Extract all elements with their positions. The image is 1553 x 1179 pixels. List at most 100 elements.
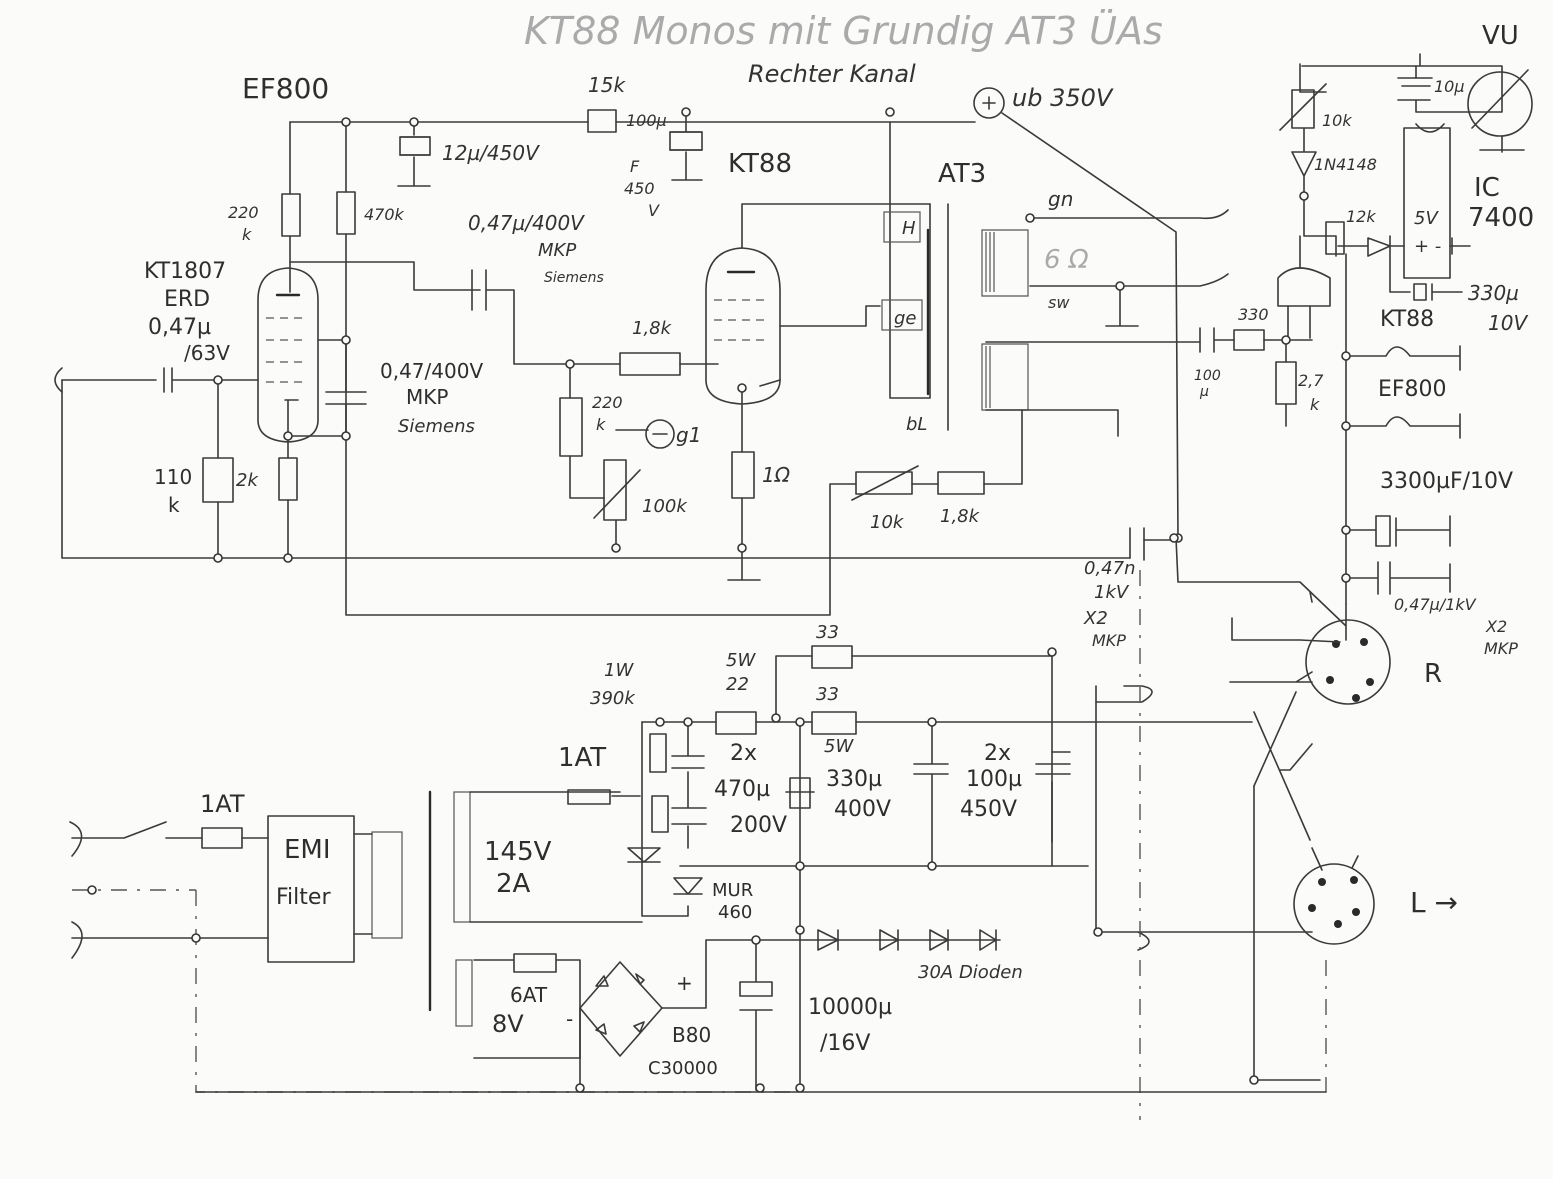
label-c470-c: 200V [730, 813, 787, 838]
label-r10k-fb: 10k [870, 512, 905, 533]
bridge-rectifier [579, 961, 663, 1057]
label-c100u-d: V [648, 201, 660, 220]
label-r330: 330 [1238, 305, 1269, 324]
label-c470-a: 2x [730, 741, 757, 766]
label-h: H [902, 218, 916, 239]
label-r2k: 2k [236, 470, 259, 491]
resistor-390k-1 [649, 733, 667, 773]
text-labels: KT88 Monos mit Grundig AT3 ÜAs Rechter K… [144, 9, 1534, 1079]
label-c047k-a: 0,47/400V [380, 359, 483, 383]
label-fuse-1at-mains: 1AT [200, 790, 245, 818]
label-kt88-top: KT88 [728, 149, 792, 179]
resistor-1-8k-fb [937, 471, 985, 495]
label-emi-b: Filter [276, 885, 331, 910]
resistor-1ohm [731, 451, 755, 499]
label-out-l: L → [1410, 886, 1458, 919]
subtitle-rechter-kanal: Rechter Kanal [748, 60, 916, 88]
label-kt1807: KT1807 [144, 259, 226, 284]
label-c10000-a: 10000µ [808, 995, 892, 1020]
label-mur-a: MUR [712, 880, 753, 901]
label-r100k: 100k [642, 496, 688, 517]
label-tr145-b: 2A [496, 869, 531, 899]
label-b80: B80 [672, 1023, 711, 1047]
resistor-390k-2 [651, 795, 669, 833]
neg-g1-terminal [645, 419, 675, 449]
label-c047r-b: X2 [1485, 617, 1507, 636]
label-c100hv-a: 2x [984, 741, 1011, 766]
label-tr145-a: 145V [484, 837, 552, 867]
label-c3300: 3300µF/10V [1380, 469, 1513, 494]
diagram-title: KT88 Monos mit Grundig AT3 ÜAs [524, 9, 1163, 53]
label-c330u-b: 10V [1488, 311, 1528, 335]
at3-primary [889, 121, 931, 399]
label-r1ohm: 1Ω [762, 463, 791, 487]
label-c047kv-c: X2 [1083, 608, 1108, 629]
ub-terminal [973, 87, 1005, 119]
pot-10k-fb [855, 471, 913, 495]
resistor-15k [587, 109, 617, 133]
fuse-1at [201, 827, 243, 849]
label-r110k-a: 110 [154, 465, 192, 489]
label-ef800-r: EF800 [1378, 377, 1447, 402]
label-c10000-b: /16V [820, 1031, 870, 1056]
ic-7400 [1403, 127, 1451, 279]
label-r470k: 470k [364, 205, 405, 224]
junction-dots [87, 107, 1351, 1093]
resistor-33-5w [811, 711, 857, 735]
vu-meter [1467, 71, 1533, 137]
label-r220kg-a: 220 [592, 393, 623, 412]
din-socket-r [1305, 619, 1391, 705]
label-r220k-a: 220 [228, 203, 259, 222]
label-c100v-a: 100 [1194, 368, 1221, 384]
label-c047k-b: MKP [406, 385, 448, 409]
tube-kt88 [705, 247, 781, 405]
pot-100k [603, 459, 627, 521]
label-c30000: C30000 [648, 1058, 718, 1079]
resistor-2k [278, 457, 298, 501]
resistor-470k [336, 191, 356, 235]
label-6ohm: 6 Ω [1044, 245, 1089, 275]
label-ef800-top: EF800 [242, 72, 329, 105]
din-socket-l [1293, 863, 1375, 945]
label-g1: g1 [676, 423, 701, 447]
label-c100u-b: F [630, 157, 640, 176]
label-r27k-a: 2,7 [1298, 371, 1324, 390]
label-c047r-a: 0,47µ/1kV [1394, 595, 1477, 614]
label-5w-b: 5W [824, 736, 854, 757]
label-plus: + [676, 971, 693, 995]
label-1n4148: 1N4148 [1314, 155, 1377, 174]
label-mur-b: 460 [718, 902, 752, 923]
label-5v: 5V [1414, 208, 1439, 229]
resistor-22-5w [715, 711, 757, 735]
label-r220kg-b: k [596, 415, 606, 434]
label-r27k-b: k [1310, 395, 1320, 414]
label-erd: ERD [164, 287, 210, 312]
label-ic-7400: 7400 [1468, 203, 1534, 233]
label-c100u-a: 100µ [626, 111, 667, 130]
label-fuse-6at: 6AT [510, 983, 548, 1007]
label-r15k: 15k [588, 73, 626, 97]
label-vu: VU [1482, 21, 1519, 51]
label-5w-a: 5W [726, 650, 756, 671]
label-r33b: 33 [816, 684, 839, 705]
resistor-1-8k-grid [619, 352, 681, 376]
label-r18k-fb: 1,8k [940, 506, 981, 527]
label-ub: ub 350V [1012, 84, 1114, 112]
label-c12u: 12µ/450V [442, 141, 540, 165]
label-ge: ge [894, 308, 917, 329]
tube-ef800 [257, 267, 319, 443]
rail-caps [397, 111, 703, 187]
label-8v: 8V [492, 1010, 524, 1038]
label-c047k-c: Siemens [398, 416, 475, 437]
label-kt88-r: KT88 [1380, 307, 1434, 332]
label-c330hv-b: 400V [834, 797, 891, 822]
label-c100hv-b: 100µ [966, 767, 1022, 792]
label-c330hv-a: 330µ [826, 767, 882, 792]
label-r10k-vu: 10k [1322, 111, 1352, 130]
label-r22: 22 [726, 674, 749, 695]
label-gn: gn [1048, 187, 1073, 211]
label-c100u-c: 450 [624, 179, 655, 198]
label-emi-a: EMI [284, 835, 331, 865]
